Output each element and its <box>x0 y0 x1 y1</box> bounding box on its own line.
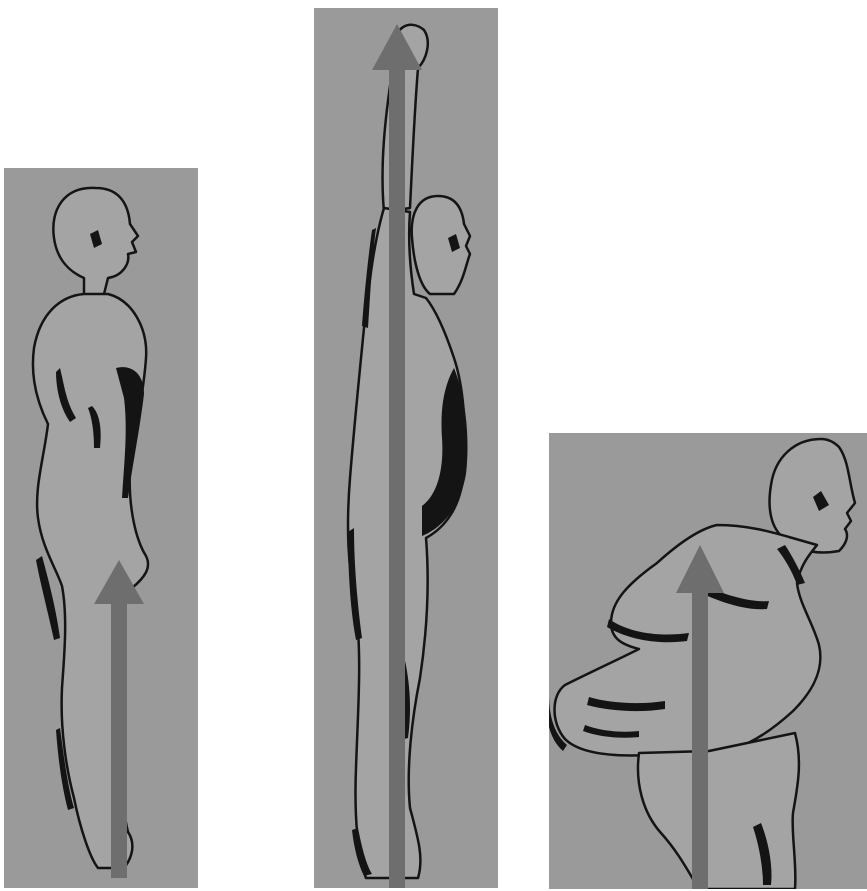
squat-figure-illustration <box>549 433 867 889</box>
squat-figure-panel <box>549 433 867 889</box>
standing-figure-panel <box>4 168 198 888</box>
standing-body <box>33 188 148 868</box>
overhead-reach-figure-panel <box>314 8 498 888</box>
standing-figure-illustration <box>4 168 198 888</box>
overhead-reach-figure-illustration <box>314 8 498 888</box>
